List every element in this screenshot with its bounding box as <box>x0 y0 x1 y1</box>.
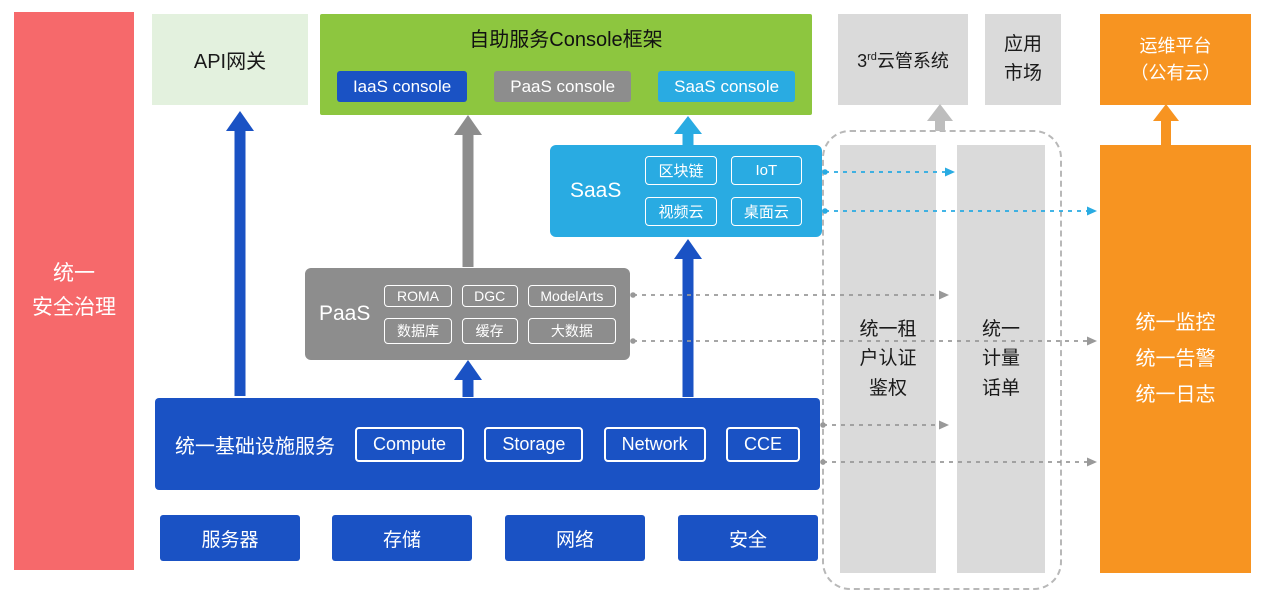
paas-item-cache: 缓存 <box>461 317 518 344</box>
paas-label: PaaS <box>319 302 371 325</box>
arrow-group-to-third-party <box>927 104 953 131</box>
iaas-console-item: IaaS console <box>336 71 468 102</box>
saas-label: SaaS <box>570 179 622 202</box>
saas-item-desktop-cloud: 桌面云 <box>730 197 802 226</box>
tenant-services-group-border <box>822 130 1062 590</box>
unified-security-governance-panel: 统一 安全治理 <box>14 12 134 570</box>
paas-item-bigdata: 大数据 <box>527 317 616 344</box>
hardware-storage-box: 存储 <box>332 515 472 561</box>
arrow-monitoring-to-om-platform <box>1153 104 1179 145</box>
paas-item-dgc: DGC <box>461 284 518 307</box>
app-market-label: 应用 市场 <box>1003 34 1042 84</box>
saas-console-item: SaaS console <box>658 71 796 102</box>
api-gateway-label: API网关 <box>193 51 267 73</box>
unified-monitoring-bar: 统一监控 统一告警 统一日志 <box>1100 145 1251 573</box>
app-market-box: 应用 市场 <box>985 14 1061 105</box>
arrow-infra-to-paas <box>454 360 482 397</box>
saas-items-grid: 区块链 IoT 视频云 桌面云 <box>645 156 802 226</box>
unified-monitoring-label: 统一监控 统一告警 统一日志 <box>1135 312 1216 406</box>
hardware-security-box: 安全 <box>678 515 818 561</box>
third-party-cloud-mgmt-box: 3rd云管系统 <box>838 14 968 105</box>
infra-item-network: Network <box>603 426 706 462</box>
paas-item-database: 数据库 <box>384 317 452 344</box>
infra-item-storage: Storage <box>484 426 584 462</box>
paas-item-roma: ROMA <box>384 284 452 307</box>
third-party-cloud-mgmt-label: 3rd云管系统 <box>857 50 949 71</box>
arrow-saas-to-console <box>674 116 702 145</box>
saas-item-iot: IoT <box>730 156 802 185</box>
unified-metering-bar: 统一 计量 话单 <box>957 145 1045 573</box>
infra-item-cce: CCE <box>725 426 800 462</box>
infra-item-compute: Compute <box>355 426 465 462</box>
console-framework-panel: 自助服务Console框架 IaaS console PaaS console … <box>320 14 812 115</box>
unified-security-governance-label: 统一 安全治理 <box>32 262 116 319</box>
hardware-network-box: 网络 <box>505 515 645 561</box>
arrow-infra-to-saas <box>674 239 702 397</box>
paas-console-item: PaaS console <box>494 71 632 102</box>
unified-metering-label: 统一 计量 话单 <box>981 318 1020 399</box>
infrastructure-label: 统一基础设施服务 <box>175 435 335 458</box>
unified-tenant-auth-label: 统一租 户认证 鉴权 <box>859 318 917 399</box>
console-items-row: IaaS console PaaS console SaaS console <box>320 71 812 102</box>
arrow-infra-to-api-gateway <box>226 111 254 396</box>
om-platform-box: 运维平台 （公有云） <box>1100 14 1251 105</box>
infrastructure-panel: 统一基础设施服务 Compute Storage Network CCE <box>155 398 820 490</box>
api-gateway-box: API网关 <box>152 14 308 105</box>
paas-item-modelarts: ModelArts <box>527 284 616 307</box>
arrow-paas-to-console <box>454 115 482 267</box>
hardware-server-box: 服务器 <box>160 515 300 561</box>
unified-tenant-auth-bar: 统一租 户认证 鉴权 <box>840 145 936 573</box>
infrastructure-items-row: Compute Storage Network CCE <box>355 426 800 462</box>
om-platform-label: 运维平台 （公有云） <box>1130 35 1221 83</box>
paas-items-grid: ROMA DGC ModelArts 数据库 缓存 大数据 <box>384 284 616 344</box>
console-framework-title: 自助服务Console框架 <box>469 29 663 51</box>
saas-item-video-cloud: 视频云 <box>645 197 717 226</box>
saas-item-blockchain: 区块链 <box>645 156 717 185</box>
paas-panel: PaaS ROMA DGC ModelArts 数据库 缓存 大数据 <box>305 268 630 360</box>
saas-panel: SaaS 区块链 IoT 视频云 桌面云 <box>550 145 822 237</box>
